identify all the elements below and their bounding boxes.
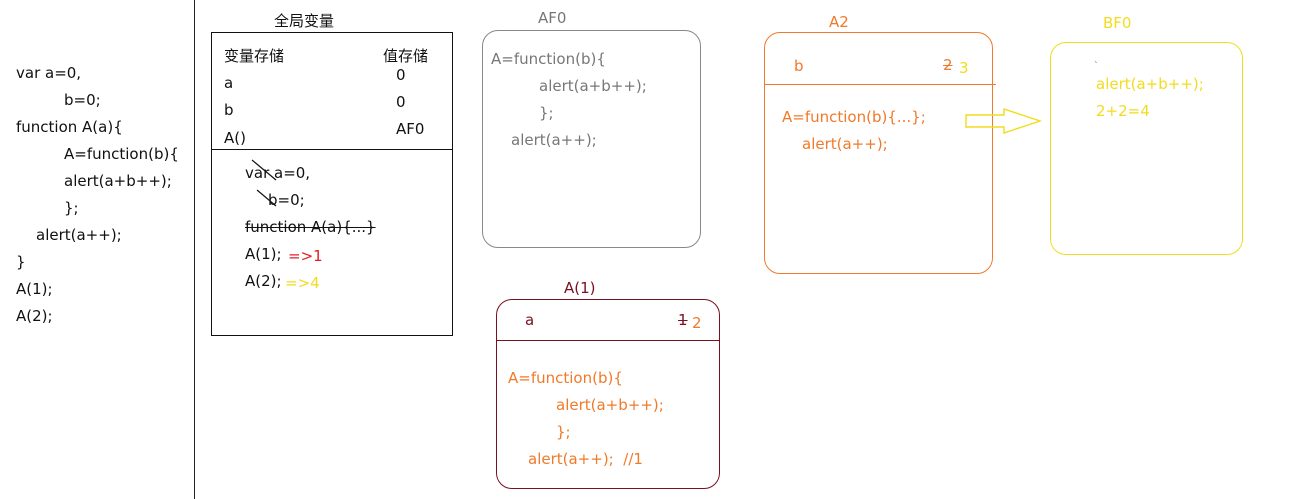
a1-new-value: 2 — [692, 314, 702, 332]
exec-line: A(2); — [245, 272, 282, 290]
a2-divider — [764, 84, 996, 85]
a2-line: alert(a++); — [802, 135, 888, 153]
global-title: 全局变量 — [274, 12, 335, 30]
code-line: alert(a++); — [36, 226, 122, 244]
a1-line: A=function(b){ — [508, 369, 623, 387]
a2-title: A2 — [829, 13, 849, 31]
bf0-heap-box — [1050, 42, 1243, 255]
code-line: alert(a+b++); — [64, 172, 172, 190]
global-var-value: AF0 — [396, 120, 425, 138]
a1-var-name: a — [525, 311, 535, 329]
bf0-title: BF0 — [1103, 14, 1132, 32]
exec-line: A(1); — [245, 245, 282, 263]
result-label: =>4 — [285, 274, 320, 292]
a2-scope-box — [764, 32, 993, 274]
code-line: b=0; — [64, 91, 101, 109]
value-column-header: 值存储 — [383, 47, 429, 65]
af0-line: }; — [539, 104, 554, 122]
panel-divider — [194, 0, 195, 499]
code-line: } — [16, 253, 26, 271]
a1-divider — [496, 340, 720, 341]
result-label: =>1 — [288, 247, 323, 265]
var-column-header: 变量存储 — [224, 47, 285, 65]
code-line: A=function(b){ — [64, 145, 179, 163]
bf0-mark: ˎ — [1094, 54, 1099, 64]
af0-line: alert(a++); — [511, 131, 597, 149]
af0-line: alert(a+b++); — [539, 77, 647, 95]
global-var-value: 0 — [396, 93, 406, 111]
exec-line: var a=0, — [245, 164, 311, 182]
a2-new-value: 3 — [959, 59, 969, 77]
exec-line: b=0; — [268, 191, 305, 209]
global-var-value: 0 — [396, 66, 406, 84]
code-line: A(2); — [16, 307, 53, 325]
code-line: A(1); — [16, 280, 53, 298]
a1-title: A(1) — [564, 279, 596, 297]
af0-line: A=function(b){ — [491, 50, 606, 68]
global-scope-box — [211, 32, 453, 336]
a2-var-name: b — [794, 57, 804, 75]
global-divider — [211, 149, 453, 150]
a1-line: }; — [556, 423, 571, 441]
bf0-line: alert(a+b++); — [1096, 75, 1204, 93]
a1-scope-box — [496, 299, 720, 489]
global-var-name: b — [224, 101, 234, 119]
code-line: var a=0, — [16, 64, 82, 82]
exec-line: function A(a){...} — [245, 218, 376, 236]
code-line: }; — [64, 199, 79, 217]
a1-old-value: 1 — [678, 311, 688, 329]
a2-old-value: 2 — [943, 56, 953, 74]
code-line: function A(a){ — [16, 118, 123, 136]
af0-heap-box — [482, 30, 701, 248]
af0-title: AF0 — [538, 9, 567, 27]
global-var-name: a — [224, 74, 234, 92]
a2-line: A=function(b){...}; — [782, 108, 926, 126]
bf0-line: 2+2=4 — [1096, 102, 1150, 120]
global-var-name: A() — [224, 129, 246, 147]
a1-line: alert(a++); //1 — [528, 450, 643, 468]
a1-line: alert(a+b++); — [556, 396, 664, 414]
